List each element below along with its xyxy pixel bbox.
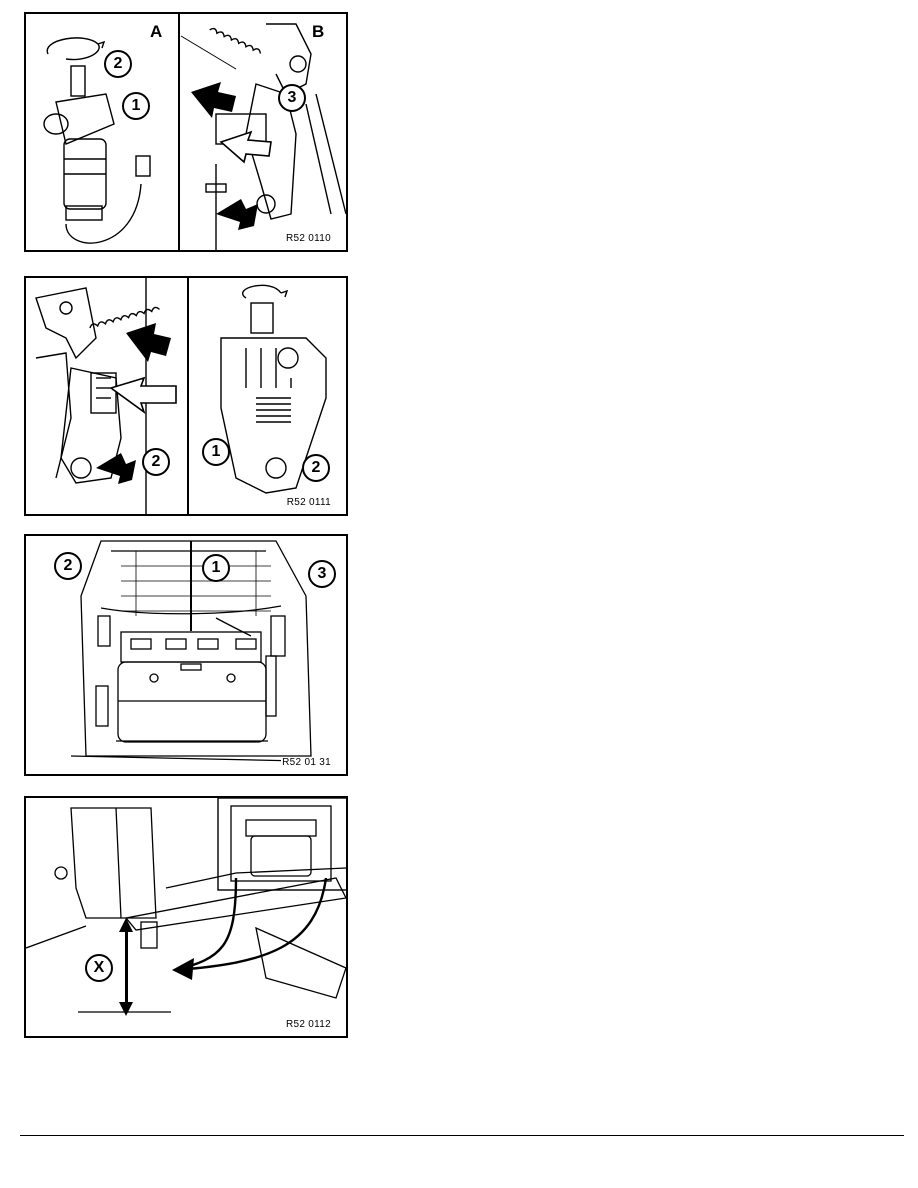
footer-rule: [20, 1135, 904, 1136]
figure-r52-0110: A B 2 1 3 R52 0110: [24, 12, 348, 252]
figure-reference: R52 0110: [284, 233, 332, 244]
callout-2: 2: [104, 50, 132, 78]
panel-letter-a: A: [150, 22, 163, 41]
callout-3: 3: [278, 84, 306, 112]
panel-letter-b: B: [312, 22, 325, 41]
callout-1: 1: [202, 438, 230, 466]
figure-reference: R52 01 31: [281, 757, 332, 768]
figure-reference: R52 0111: [285, 497, 332, 508]
illustration-motor-and-hinge: [43, 14, 346, 250]
illustration-seat-measurement-x: [26, 798, 346, 1016]
illustration-hinge-and-bracket: [35, 278, 327, 514]
callout-2: 2: [54, 552, 82, 580]
figure-r52-01-31: 2 1 3 R52 01 31: [24, 534, 348, 776]
callout-2: 2: [142, 448, 170, 476]
callout-3: 3: [308, 560, 336, 588]
figure-r52-0112: X R52 0112: [24, 796, 348, 1038]
callout-1: 1: [202, 554, 230, 582]
callout-x: X: [85, 954, 113, 982]
illustration-seat-backrest-airbag: [70, 540, 312, 762]
callout-2: 2: [302, 454, 330, 482]
figure-r52-0111: 2 1 2 R52 0111: [24, 276, 348, 516]
figure-reference: R52 0112: [284, 1019, 332, 1030]
callout-1: 1: [122, 92, 150, 120]
